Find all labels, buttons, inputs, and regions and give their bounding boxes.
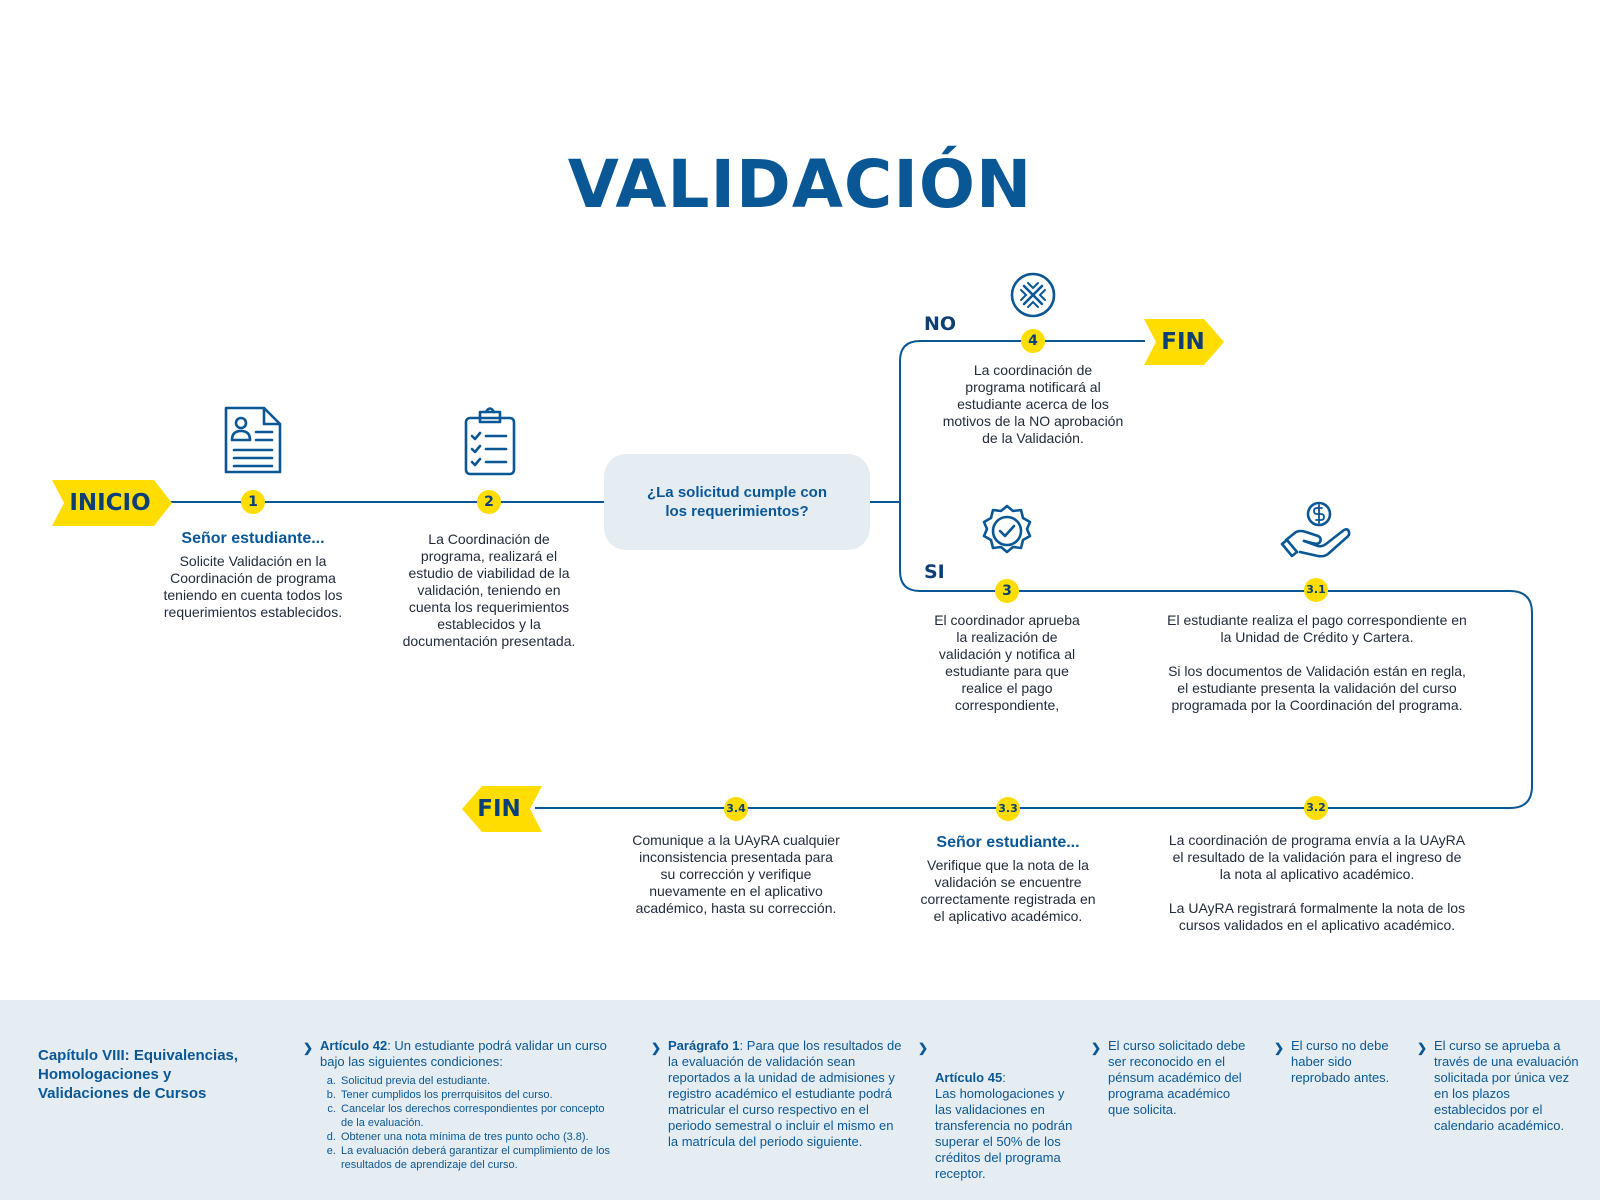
step-3-4-number: 3.4	[726, 802, 746, 815]
step-3-circle	[995, 579, 1019, 603]
chevron-right-icon: ❯	[1091, 1041, 1102, 1055]
step-2-number: 2	[484, 494, 494, 510]
article-42-text: : Un estudiante podrá validar un curso b…	[320, 1038, 607, 1069]
step-1-text: Solicite Validación en la Coordinación d…	[163, 553, 343, 620]
step-3-number: 3	[1002, 583, 1012, 599]
fin-label-top: FIN	[1161, 329, 1205, 355]
decision-question-text: ¿La solicitud cumple con los requerimien…	[646, 484, 828, 520]
step-1-number: 1	[248, 494, 258, 510]
step-3-2-description: La coordinación de programa envía a la U…	[1142, 832, 1492, 934]
step-3-1-text: El estudiante realiza el pago correspond…	[1167, 612, 1467, 713]
footer-article-45: ❯ Artículo 45: Las homologaciones y las …	[918, 1038, 1073, 1182]
step-4-number: 4	[1028, 333, 1038, 349]
step-3-3-circle	[996, 797, 1020, 821]
inicio-label: INICIO	[69, 490, 151, 516]
footer-chapter-text: Capítulo VIII: Equivalencias, Homologaci…	[38, 1047, 239, 1102]
paragraph-1-label: Parágrafo 1	[668, 1038, 740, 1053]
footer-chapter-title: Capítulo VIII: Equivalencias, Homologaci…	[38, 1046, 278, 1103]
step-3-3-text: Verifique que la nota de la validación s…	[920, 857, 1096, 924]
fin-tag-bottom	[462, 786, 542, 832]
article-42-item: Cancelar los derechos correspondientes p…	[339, 1102, 612, 1130]
footer-note-1: ❯ El curso solicitado debe ser reconocid…	[1091, 1038, 1250, 1118]
step-3-text: El coordinador aprueba la realización de…	[934, 612, 1080, 713]
connector-no-branch	[899, 340, 1145, 502]
paragraph-1-text: : Para que los resultados de la evaluaci…	[668, 1038, 902, 1149]
article-42-list: Solicitud previa del estudiante. Tener c…	[320, 1074, 612, 1172]
badge-check-icon	[982, 504, 1032, 554]
branch-si-label: SI	[924, 561, 945, 583]
step-3-3-number: 3.3	[998, 802, 1018, 815]
footer-article-42: ❯ Artículo 42: Un estudiante podrá valid…	[303, 1038, 612, 1172]
inicio-tag	[52, 480, 172, 526]
note-2-text: El curso no debe haber sido reprobado an…	[1291, 1038, 1390, 1085]
step-1-description: Señor estudiante... Solicite Validación …	[143, 530, 363, 621]
decision-question: ¿La solicitud cumple con los requerimien…	[604, 454, 870, 550]
step-3-1-description: El estudiante realiza el pago correspond…	[1142, 612, 1492, 714]
footer-note-2: ❯ El curso no debe haber sido reprobado …	[1274, 1038, 1395, 1086]
step-4-text: La coordinación de programa notificará a…	[942, 362, 1124, 446]
footer-paragraph-1: ❯ Parágrafo 1: Para que los resultados d…	[651, 1038, 904, 1150]
step-3-4-description: Comunique a la UAyRA cualquier inconsist…	[611, 832, 861, 917]
note-3-text: El curso se aprueba a través de una eval…	[1434, 1038, 1579, 1133]
step-3-3-description: Señor estudiante... Verifique que la not…	[898, 834, 1118, 925]
clipboard-checklist-icon	[464, 407, 516, 476]
chevron-right-icon: ❯	[303, 1041, 314, 1055]
article-42-item: Obtener una nota mínima de tres punto oc…	[339, 1130, 612, 1144]
step-1-heading: Señor estudiante...	[181, 530, 325, 547]
step-3-4-text: Comunique a la UAyRA cualquier inconsist…	[632, 832, 840, 916]
step-4-circle	[1021, 329, 1045, 353]
chevron-right-icon: ❯	[651, 1041, 662, 1055]
step-3-2-text: La coordinación de programa envía a la U…	[1168, 832, 1466, 933]
chevron-right-icon: ❯	[1417, 1041, 1428, 1055]
step-3-4-circle	[724, 797, 748, 821]
step-1-circle	[241, 490, 265, 514]
step-3-2-number: 3.2	[1306, 801, 1326, 814]
connector-si-branch	[535, 502, 1533, 809]
step-4-description: La coordinación de programa notificará a…	[923, 362, 1143, 447]
step-2-circle	[477, 490, 501, 514]
article-42-item: Solicitud previa del estudiante.	[339, 1074, 612, 1088]
step-3-1-circle	[1304, 578, 1328, 602]
hand-coin-icon	[1280, 501, 1351, 558]
fin-tag-top	[1144, 319, 1224, 365]
x-circle-icon	[1010, 272, 1056, 318]
article-42-item: La evaluación deberá garantizar el cumpl…	[339, 1144, 612, 1172]
footer-note-3: ❯ El curso se aprueba a través de una ev…	[1417, 1038, 1584, 1134]
step-3-1-number: 3.1	[1306, 583, 1326, 596]
step-3-3-heading: Señor estudiante...	[936, 834, 1080, 851]
page-title: VALIDACIÓN	[567, 146, 1033, 223]
step-2-text: La Coordinación de programa, realizará e…	[402, 531, 576, 649]
fin-label-bottom: FIN	[477, 796, 521, 822]
chevron-right-icon: ❯	[1274, 1041, 1285, 1055]
article-45-label: Artículo 45	[935, 1070, 1003, 1085]
article-42-item: Tener cumplidos los prerrquisitos del cu…	[339, 1088, 612, 1102]
article-42-label: Artículo 42	[320, 1038, 388, 1053]
flowchart-connectors	[52, 272, 1533, 832]
note-1-text: El curso solicitado debe ser reconocido …	[1108, 1038, 1246, 1117]
branch-no-label: NO	[924, 313, 957, 335]
chevron-right-icon: ❯	[918, 1041, 929, 1055]
step-3-2-circle	[1304, 796, 1328, 820]
document-user-icon	[224, 406, 282, 474]
step-3-description: El coordinador aprueba la realización de…	[907, 612, 1107, 714]
article-45-text: : Las homologaciones y las validaciones …	[935, 1070, 1073, 1181]
step-2-description: La Coordinación de programa, realizará e…	[384, 531, 594, 650]
footer-panel	[0, 1000, 1600, 1200]
